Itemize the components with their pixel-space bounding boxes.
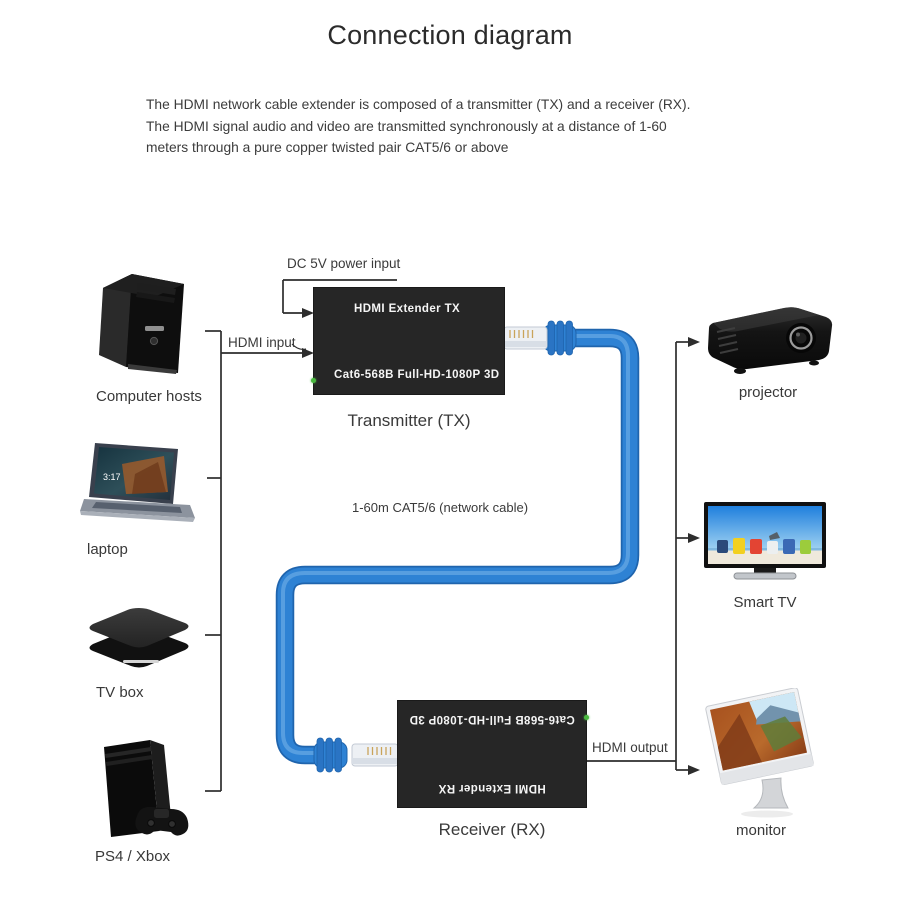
cable-length-label: 1-60m CAT5/6 (network cable) — [352, 500, 529, 515]
arrow-to-monitor — [688, 765, 700, 775]
rj45-connector-tx — [503, 320, 577, 356]
transmitter-box: HDMI Extender TX Cat6-568B Full-HD-1080P… — [311, 287, 505, 395]
ps4-xbox-label: PS4 / Xbox — [95, 848, 171, 865]
arrow-to-smart-tv — [688, 533, 700, 543]
transmitter-caption: Transmitter (TX) — [347, 411, 471, 430]
receiver-panel-bottom: HDMI Extender RX — [438, 782, 546, 794]
smart-tv-label: Smart TV — [733, 594, 797, 611]
game-console-icon — [104, 740, 189, 837]
beach-chairs — [717, 532, 811, 554]
monitor-icon — [705, 688, 814, 818]
power-led-icon — [311, 378, 316, 383]
transmitter-panel-top: HDMI Extender TX — [354, 303, 461, 315]
description: The HDMI network cable extender is compo… — [146, 94, 766, 159]
description-line: meters through a pure copper twisted pai… — [146, 140, 509, 155]
receiver-panel-top: Cat6-568B Full-HD-1080P 3D — [409, 713, 575, 725]
smart-tv-icon — [704, 502, 826, 580]
hdmi-output-label: HDMI output — [592, 740, 668, 755]
computer-hosts-label: Computer hosts — [96, 388, 202, 405]
page-title: Connection diagram — [327, 20, 573, 50]
power-input-label: DC 5V power input — [287, 256, 401, 271]
laptop-clock: 3:17 — [103, 472, 121, 482]
laptop-icon: 3:17 — [80, 443, 195, 522]
monitor-label: monitor — [735, 822, 787, 839]
projector-icon — [708, 307, 833, 374]
tv-box-icon — [89, 608, 189, 668]
receiver-box: Cat6-568B Full-HD-1080P 3D HDMI Extender… — [397, 700, 589, 808]
transmitter-panel-bottom: Cat6-568B Full-HD-1080P 3D — [334, 369, 500, 381]
gamepad-icon — [135, 806, 189, 836]
rj45-connector-rx — [313, 737, 399, 773]
description-line: The HDMI network cable extender is compo… — [146, 97, 691, 112]
receiver-caption: Receiver (RX) — [438, 820, 546, 839]
display-bracket — [587, 341, 689, 771]
network-cable — [275, 328, 640, 765]
computer-tower-icon — [99, 274, 184, 374]
description-line: The HDMI signal audio and video are tran… — [146, 118, 667, 134]
tv-box-label: TV box — [96, 684, 144, 701]
hdmi-input-label: HDMI input — [228, 335, 296, 350]
projector-label: projector — [738, 384, 798, 401]
power-led-icon — [584, 715, 589, 720]
laptop-label: laptop — [87, 541, 128, 558]
